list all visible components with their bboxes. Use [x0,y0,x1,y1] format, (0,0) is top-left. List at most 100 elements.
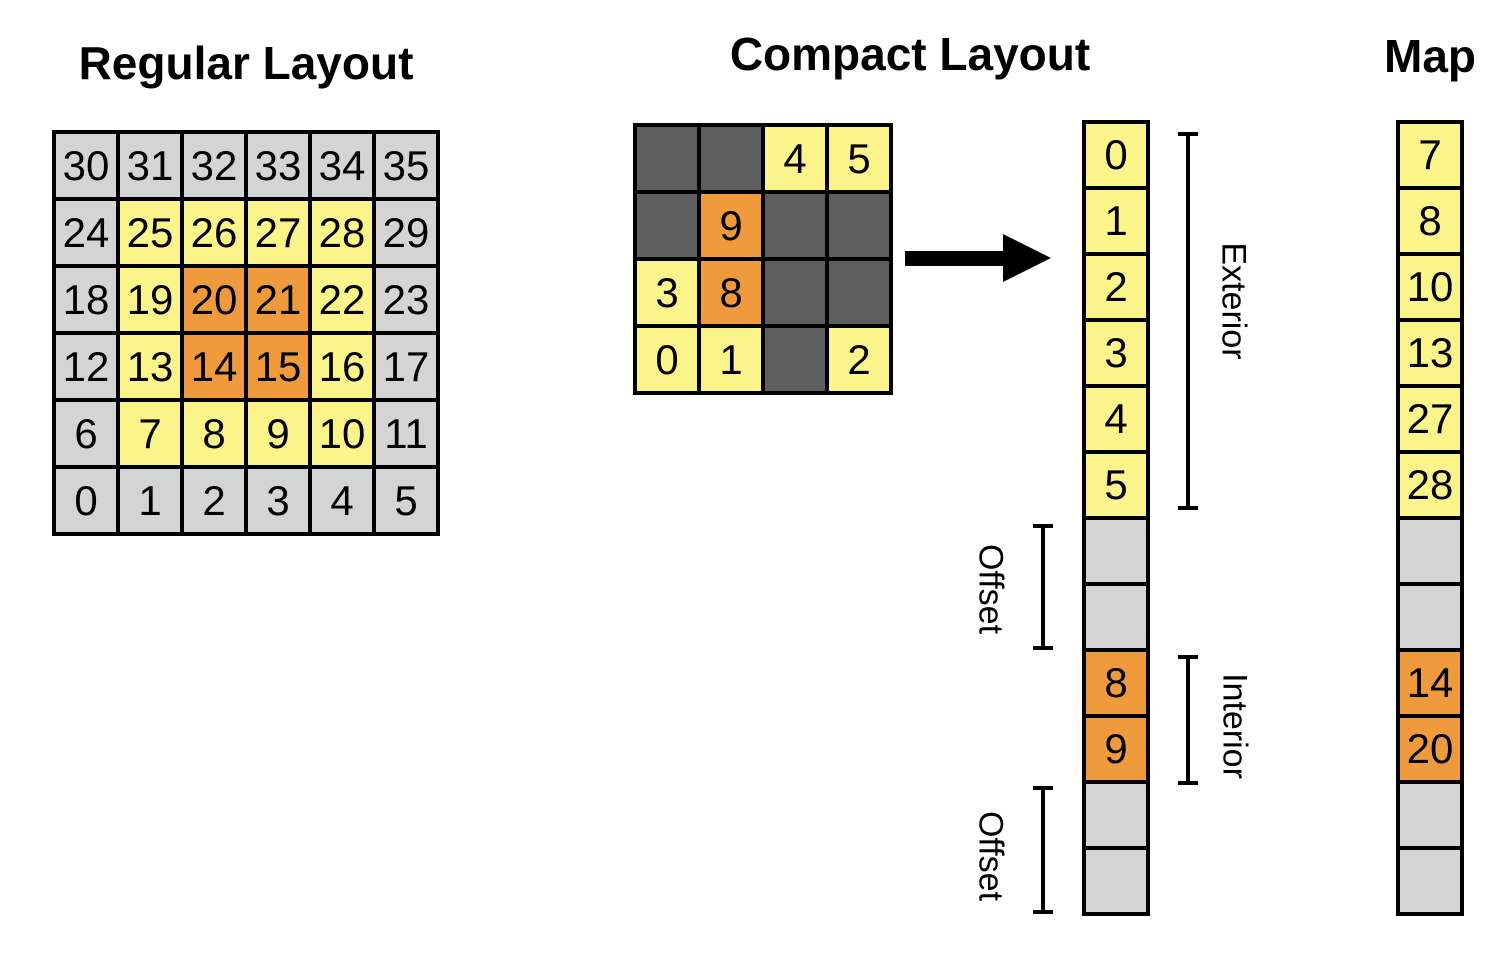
grid-cell [1400,520,1460,582]
grid-cell: 1 [701,328,761,391]
grid-cell: 7 [120,402,180,465]
grid-cell: 4 [1086,388,1146,450]
grid-cell: 27 [248,201,308,264]
grid-cell [829,194,889,257]
grid-cell [701,127,761,190]
grid-cell: 2 [1086,256,1146,318]
interior-label: Interior [1215,673,1254,779]
grid-cell [1400,784,1460,846]
grid-cell: 34 [312,134,372,197]
grid-cell: 0 [1086,124,1146,186]
arrow-head [1003,234,1051,282]
grid-cell: 31 [120,134,180,197]
grid-cell: 8 [184,402,244,465]
grid-cell: 28 [1400,454,1460,516]
grid-cell: 28 [312,201,372,264]
grid-cell: 30 [56,134,116,197]
right-arrow-icon [905,234,1051,282]
grid-cell: 5 [829,127,889,190]
grid-cell [637,127,697,190]
grid-cell: 22 [312,268,372,331]
grid-cell [1086,850,1146,912]
regular-layout-title: Regular Layout [78,37,414,89]
grid-cell: 15 [248,335,308,398]
offset-bottom-label: Offset [971,810,1010,902]
grid-cell [1086,520,1146,582]
grid-cell: 6 [56,402,116,465]
grid-cell [637,194,697,257]
grid-cell: 4 [765,127,825,190]
grid-cell: 5 [1086,454,1146,516]
grid-cell [829,261,889,324]
bracket-line [1041,786,1045,914]
bracket-cap [1178,506,1198,510]
arrow-shaft [905,251,1005,266]
grid-cell: 13 [1400,322,1460,384]
grid-cell: 20 [1400,718,1460,780]
grid-cell: 8 [1400,190,1460,252]
grid-cell: 12 [56,335,116,398]
grid-cell: 7 [1400,124,1460,186]
grid-cell: 2 [829,328,889,391]
offset-top-label: Offset [971,543,1010,635]
compact-layout-title: Compact Layout [729,28,1091,80]
grid-cell: 14 [184,335,244,398]
grid-cell: 3 [248,469,308,532]
grid-cell [765,261,825,324]
offset-top-range-bracket [1033,524,1053,650]
grid-cell: 14 [1400,652,1460,714]
grid-cell: 9 [248,402,308,465]
grid-cell: 9 [701,194,761,257]
grid-cell: 25 [120,201,180,264]
grid-cell: 19 [120,268,180,331]
grid-cell [1400,586,1460,648]
exterior-label: Exterior [1214,242,1253,360]
grid-cell: 2 [184,469,244,532]
bracket-line [1186,655,1190,785]
grid-cell [1086,586,1146,648]
grid-cell: 35 [376,134,436,197]
grid-cell: 23 [376,268,436,331]
grid-cell: 26 [184,201,244,264]
grid-cell: 10 [1400,256,1460,318]
interior-range-bracket [1178,655,1198,785]
grid-cell: 20 [184,268,244,331]
grid-cell: 1 [1086,190,1146,252]
map-title: Map [1384,30,1476,82]
grid-cell: 0 [637,328,697,391]
grid-cell: 3 [1086,322,1146,384]
grid-cell: 16 [312,335,372,398]
grid-cell: 32 [184,134,244,197]
grid-cell: 17 [376,335,436,398]
grid-cell [765,194,825,257]
grid-cell: 33 [248,134,308,197]
grid-cell: 9 [1086,718,1146,780]
grid-cell [1086,784,1146,846]
bracket-cap [1178,781,1198,785]
grid-cell: 3 [637,261,697,324]
grid-cell: 8 [1086,652,1146,714]
grid-cell: 24 [56,201,116,264]
grid-cell: 10 [312,402,372,465]
grid-cell: 1 [120,469,180,532]
bracket-line [1186,132,1190,510]
offset-bottom-range-bracket [1033,786,1053,914]
grid-cell: 0 [56,469,116,532]
bracket-line [1041,524,1045,650]
grid-cell: 18 [56,268,116,331]
grid-cell: 13 [120,335,180,398]
grid-cell: 29 [376,201,436,264]
grid-cell: 11 [376,402,436,465]
bracket-cap [1033,646,1053,650]
grid-cell: 8 [701,261,761,324]
grid-cell: 5 [376,469,436,532]
grid-cell [765,328,825,391]
grid-cell: 21 [248,268,308,331]
bracket-cap [1033,910,1053,914]
exterior-range-bracket [1178,132,1198,510]
